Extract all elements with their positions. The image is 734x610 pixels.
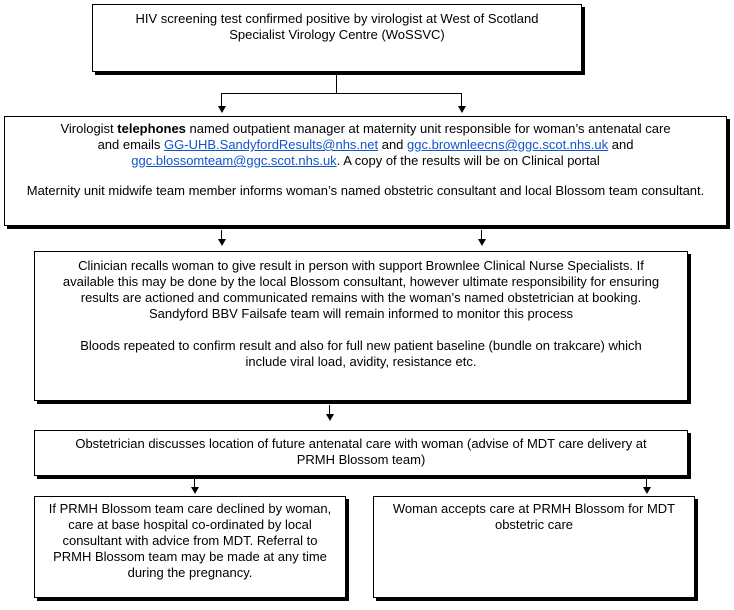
box-obstetrician-discusses: Obstetrician discusses location of futur… (34, 430, 688, 476)
arrow-down-left-4 (191, 487, 199, 494)
arrow-down-right-4 (643, 487, 651, 494)
box2-clinical-portal: . A copy of the results will be on Clini… (336, 153, 600, 168)
connector-vertical-1 (336, 75, 337, 93)
arrow-down-right-2 (478, 239, 486, 246)
box2-and-1: and (378, 137, 408, 152)
box2-line1: Virologist telephones named outpatient m… (11, 121, 720, 137)
box2-line3: ggc.blossomteam@ggc.scot.nhs.uk. A copy … (11, 153, 720, 169)
box2-text-pre: Virologist (60, 121, 118, 136)
email-link-blossomteam[interactable]: ggc.blossomteam@ggc.scot.nhs.uk (131, 153, 337, 168)
box2-and-2: and (608, 137, 634, 152)
arrow-down-left-1 (218, 106, 226, 113)
box1-line2: Specialist Virology Centre (WoSSVC) (229, 27, 445, 42)
arrow-down-left-2 (218, 239, 226, 246)
box-hiv-screening-positive: HIV screening test confirmed positive by… (92, 4, 582, 72)
box3-failsafe-paragraph: Sandyford BBV Failsafe team will remain … (148, 306, 574, 321)
connector-drop-3 (329, 405, 330, 414)
box-virologist-telephones: Virologist telephones named outpatient m… (4, 116, 727, 226)
box3-bloods-paragraph: Bloods repeated to confirm result and al… (80, 338, 642, 369)
connector-left-drop-4 (194, 479, 195, 487)
box2-bold-telephones: telephones (117, 121, 186, 136)
box1-line1: HIV screening test confirmed positive by… (135, 11, 539, 26)
box-blossom-care-declined: If PRMH Blossom team care declined by wo… (34, 496, 346, 598)
box3-recall-paragraph: Clinician recalls woman to give result i… (62, 258, 660, 305)
arrow-down-3 (326, 414, 334, 421)
box2-emails-label: and emails (97, 137, 165, 152)
box2-line2: and emails GG-UHB.SandyfordResults@nhs.n… (11, 137, 720, 153)
box2-midwife-paragraph: Maternity unit midwife team member infor… (26, 183, 705, 198)
email-link-sandyford[interactable]: GG-UHB.SandyfordResults@nhs.net (164, 137, 379, 152)
box-clinician-recalls: Clinician recalls woman to give result i… (34, 251, 688, 401)
connector-left-drop-2 (221, 230, 222, 239)
connector-right-drop-2 (481, 230, 482, 239)
connector-left-drop-1 (221, 93, 222, 106)
box5-text: If PRMH Blossom team care declined by wo… (48, 501, 332, 580)
connector-right-drop-4 (646, 479, 647, 487)
box4-text: Obstetrician discusses location of futur… (75, 436, 647, 467)
box-woman-accepts-care: Woman accepts care at PRMH Blossom for M… (373, 496, 695, 598)
arrow-down-right-1 (458, 106, 466, 113)
connector-horizontal-1 (221, 93, 462, 94)
connector-right-drop-1 (461, 93, 462, 106)
box6-text: Woman accepts care at PRMH Blossom for M… (392, 501, 676, 532)
box2-text-post: named outpatient manager at maternity un… (185, 121, 671, 136)
email-link-brownleecns[interactable]: ggc.brownleecns@ggc.scot.nhs.uk (407, 137, 609, 152)
